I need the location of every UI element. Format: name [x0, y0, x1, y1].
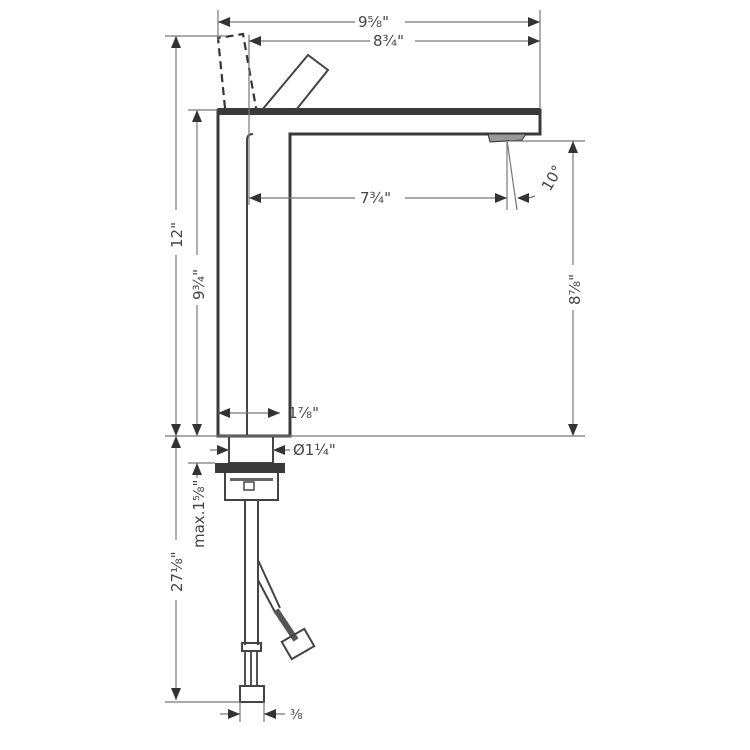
overall-height-label: 12": [168, 222, 186, 248]
lever-handle: [261, 53, 330, 111]
aerator: [487, 133, 527, 143]
supply-hose-angled: [257, 559, 316, 661]
mounting-shank: [215, 436, 285, 501]
body-height-label: 9¾": [190, 269, 208, 300]
supply-hose-straight: [239, 500, 265, 703]
spout-angle-label: 10°: [538, 162, 567, 194]
faucet-body: [216, 108, 542, 438]
connection-size-label: ⅜: [290, 708, 303, 723]
spout-height-label: 8⅞": [566, 274, 584, 305]
handle-reach-label: 8¾": [373, 32, 404, 50]
deck-thickness-label: max.1⅝": [190, 480, 208, 548]
shank-diameter-label: Ø1¼": [293, 441, 336, 459]
lever-handle-open-position: [216, 32, 258, 109]
body-width-label: 1⅞": [288, 404, 319, 422]
overall-width-label: 9⅝": [358, 13, 389, 31]
spout-reach-label: 7¾": [360, 189, 391, 207]
hose-length-label: 27⅛": [168, 551, 186, 592]
dimension-annotations: 9⅝" 8¾" 7¾" 10° 12" 9¾": [165, 10, 585, 723]
